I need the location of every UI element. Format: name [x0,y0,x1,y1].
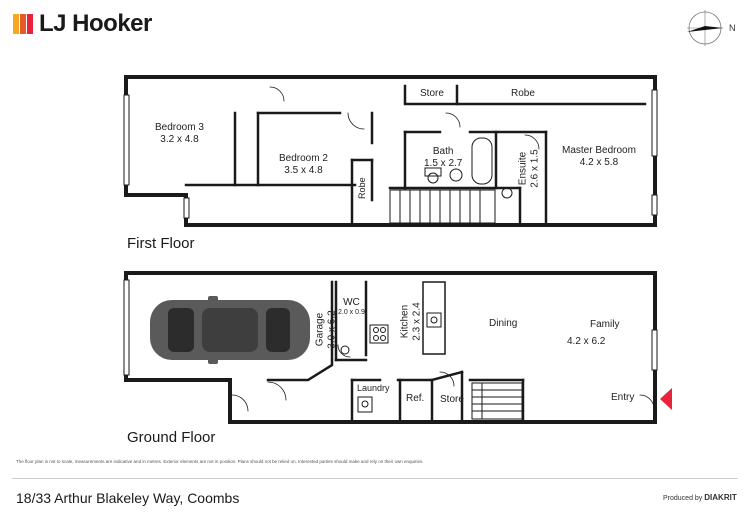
room-dining: Dining [489,318,518,329]
room-bath-size: 1.5 x 2.7 [424,157,463,169]
room-garage: Garage 3.0 x 6.2 [315,306,338,354]
room-bedroom3-size: 3.2 x 4.8 [160,133,199,145]
room-living-size: 4.2 x 6.2 [567,336,606,347]
room-master-bedroom-name: Master Bedroom [562,145,636,156]
brand-bar-red [27,14,33,34]
north-label: N [729,23,736,33]
ground-floor-label: Ground Floor [127,429,216,446]
ground-floor-windows [123,279,658,376]
lj-hooker-logo: LJ Hooker [13,10,152,38]
footer-divider [12,478,738,479]
brand-color-bars [13,14,33,34]
disclaimer-text: The floor plan is not to scale, measurem… [16,459,424,464]
brand-bar-red-orange [20,14,26,34]
kitchen-fixtures [340,312,442,413]
first-floor-interior-walls [184,84,647,227]
north-compass-icon: N [683,8,739,48]
room-bedroom3-name: Bedroom 3 [155,122,204,133]
brand-name: LJ Hooker [39,10,152,37]
produced-by-prefix: Produced by [663,495,703,502]
room-ref: Ref. [406,393,425,404]
room-robe: Robe [511,88,535,99]
room-laundry: Laundry [357,383,390,393]
brand-bar-orange [13,14,19,34]
room-master-bedroom-size: 4.2 x 5.8 [579,156,619,168]
room-garage-size: 3.0 x 6.2 [326,310,337,349]
first-floor-label: First Floor [127,235,195,252]
first-floor-stairs [389,189,496,224]
room-kitchen: Kitchen 2.3 x 2.4 [400,297,423,347]
room-robe-small: Robe [356,177,367,199]
room-master-bedroom: Master Bedroom 4.2 x 5.8 [562,145,636,168]
room-family: Family [590,319,620,330]
ground-floor-walls [124,271,657,424]
room-bedroom3: Bedroom 3 3.2 x 4.8 [155,122,204,145]
first-floor-doors [269,86,540,150]
room-bath-name: Bath [432,146,454,157]
entry-marker-icon [660,388,672,410]
room-store-ground: Store [440,394,464,405]
room-bedroom2-size: 3.5 x 4.8 [284,164,323,176]
first-floor-windows [123,89,658,219]
ground-floor-stairs [471,382,523,420]
room-store-first: Store [420,88,444,99]
room-bath: Bath 1.5 x 2.7 [424,146,462,169]
room-ensuite: Ensuite 2.6 x 1.5 [518,146,541,192]
room-entry: Entry [611,392,635,403]
ground-floor-doors [231,344,655,412]
car-icon [150,296,310,364]
room-wc: WC 2.0 x 0.9 [338,297,365,317]
room-bedroom2: Bedroom 2 3.5 x 4.8 [279,153,328,176]
bath-fixtures [424,137,513,199]
first-floor-walls [124,75,657,227]
produced-by-company: DIAKRIT [704,493,737,502]
ground-floor-interior-walls [266,280,525,422]
room-wc-size: 2.0 x 0.9 [338,308,365,316]
produced-by: Produced by DIAKRIT [663,493,737,502]
room-kitchen-name: Kitchen [399,304,411,339]
room-ensuite-name: Ensuite [517,151,529,186]
room-garage-name: Garage [314,312,326,347]
property-address: 18/33 Arthur Blakeley Way, Coombs [16,490,240,506]
room-bedroom2-name: Bedroom 2 [279,153,328,164]
room-wc-name: WC [343,297,360,308]
room-ensuite-size: 2.6 x 1.5 [529,149,540,188]
room-kitchen-size: 2.3 x 2.4 [411,302,422,341]
